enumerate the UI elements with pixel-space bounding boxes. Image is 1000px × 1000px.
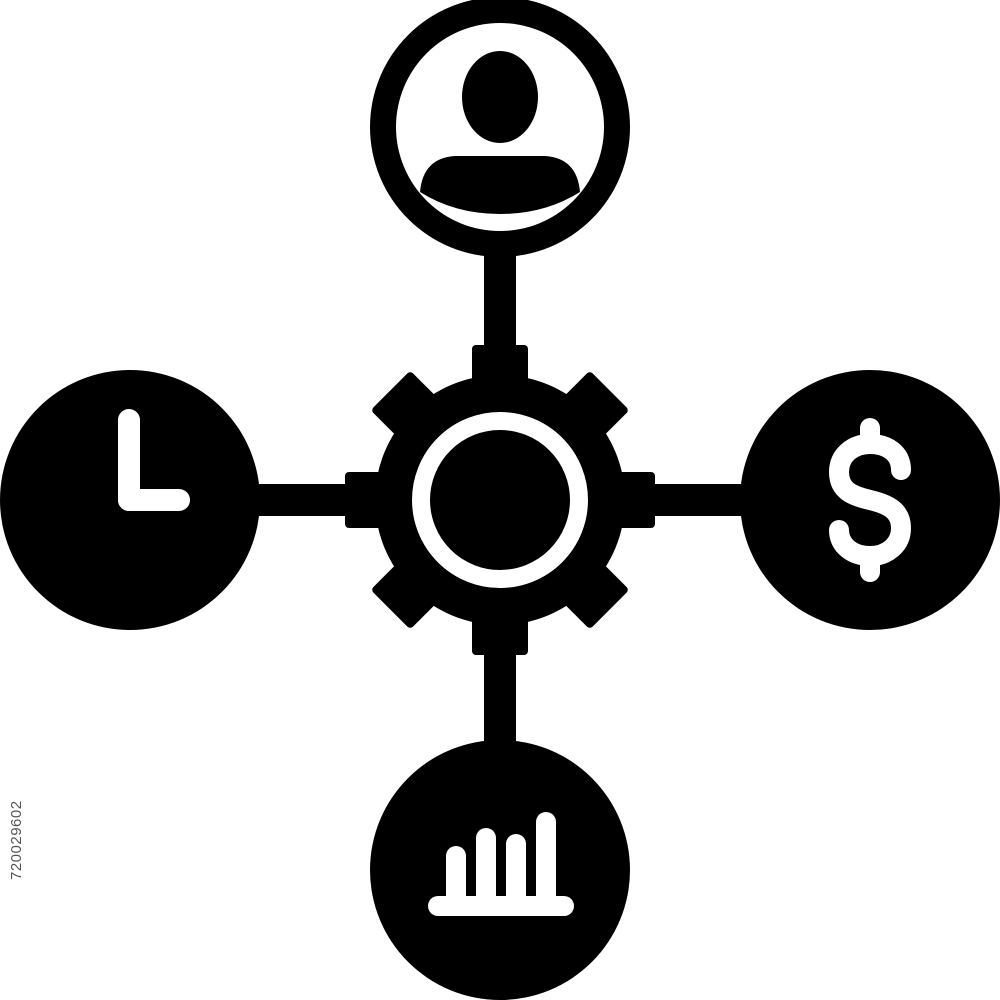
chart-bar [446, 846, 466, 910]
node-left-clock [0, 370, 260, 630]
gear-icon [345, 345, 655, 655]
chart-baseline [428, 896, 574, 916]
chart-bar [476, 828, 496, 910]
node-top-user [370, 0, 630, 257]
connector-bottom [484, 640, 516, 750]
bar-chart-icon [428, 812, 574, 916]
node-right-dollar [740, 370, 1000, 630]
user-profile-icon [420, 51, 580, 214]
connector-top [484, 250, 516, 360]
connector-left [250, 484, 360, 516]
connector-right [640, 484, 750, 516]
connector-lines [250, 250, 750, 750]
dollar-icon [829, 418, 911, 582]
node-bottom-chart [370, 740, 630, 1000]
chart-bar [536, 812, 556, 910]
clock-icon [118, 409, 190, 511]
chart-bar [506, 834, 526, 910]
gear-ring [412, 412, 588, 588]
